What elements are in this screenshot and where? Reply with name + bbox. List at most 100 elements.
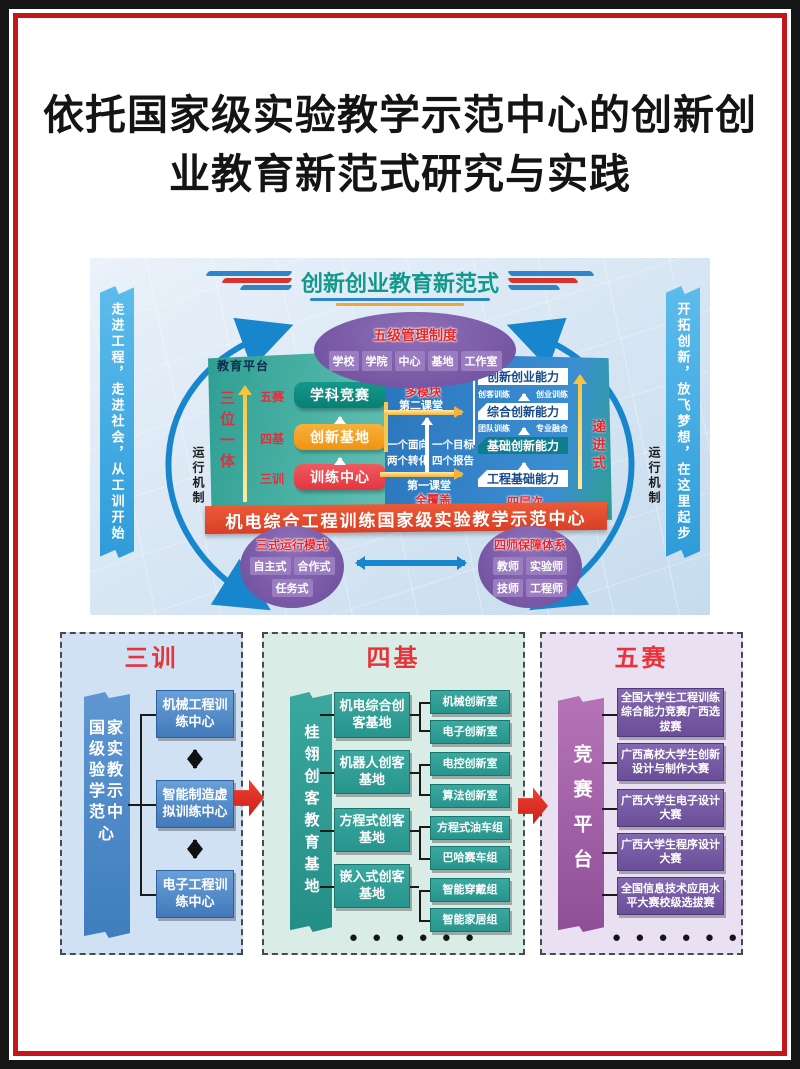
column-three-trainings: 三训 国家级实验教学示范中心 机械工程训练中心 智能制造虚拟训练中心 电子工程训… bbox=[60, 632, 243, 955]
gx-programming-contest-box: 广西大学生程序设计大赛 bbox=[617, 833, 724, 871]
smart-home-group: 智能家居组 bbox=[430, 908, 510, 932]
algorithm-room: 算法创新室 bbox=[430, 784, 510, 808]
connector bbox=[410, 714, 419, 716]
national-engineering-contest-box: 全国大学生工程训练综合能力竞赛广西选拔赛 bbox=[617, 688, 724, 737]
connector bbox=[419, 890, 430, 892]
connector bbox=[320, 772, 334, 774]
up-arrow-icon bbox=[238, 378, 252, 502]
formula-fuel-car-group: 方程式油车组 bbox=[430, 816, 510, 840]
level-school: 学校 bbox=[328, 351, 359, 371]
yellow-bracket bbox=[384, 402, 388, 452]
connector bbox=[602, 894, 617, 896]
level-base: 基地 bbox=[427, 351, 458, 371]
connector bbox=[140, 714, 156, 716]
national-it-contest-box: 全国信息技术应用水平大赛校级选拔赛 bbox=[617, 877, 724, 915]
electronic-innovation-room: 电子创新室 bbox=[430, 720, 510, 744]
column1-title: 三训 bbox=[124, 645, 179, 672]
column-five-contests: 五赛 竞赛平台 全国大学生工程训练综合能力竞赛广西选拔赛 广西高校大学生创新设计… bbox=[540, 632, 743, 955]
baja-racing-group: 巴哈赛车组 bbox=[430, 846, 510, 870]
mechanism-label-left: 运行机制 bbox=[191, 446, 205, 506]
trinity-label: 三位一体 bbox=[218, 390, 235, 474]
engineer: 工程师 bbox=[526, 579, 567, 597]
technician: 技师 bbox=[493, 579, 523, 597]
second-class-label: 第二课堂 bbox=[399, 400, 443, 412]
connector bbox=[419, 890, 421, 922]
teacher-guarantee-circle: 四师保障体系 教师 实验师 技师 工程师 bbox=[478, 526, 582, 608]
mechanism-label-right: 运行机制 bbox=[647, 446, 661, 506]
guarantee-row-1: 教师 实验师 bbox=[478, 557, 582, 575]
double-vertical-arrow-icon bbox=[187, 741, 203, 777]
national-demo-center-ribbon: 国家级实验教学示范中心 bbox=[84, 692, 130, 938]
level-college: 学院 bbox=[361, 351, 392, 371]
tag-four-bases: 四基 bbox=[260, 432, 285, 446]
column3-title: 五赛 bbox=[614, 645, 669, 672]
right-slogan-ribbon: 开拓创新，放飞梦想，在这里起步 bbox=[666, 286, 700, 558]
connector bbox=[410, 772, 419, 774]
up-arrow-icon bbox=[421, 411, 433, 475]
operation-mode-circle: 三式运行模式 自主式 合作式 任务式 bbox=[240, 526, 344, 608]
mechatronics-base-box: 机电综合创客基地 bbox=[334, 692, 410, 738]
connector bbox=[419, 764, 421, 796]
page-title-line2: 业教育新范式研究与实践 bbox=[169, 151, 631, 198]
diagram-title: 创新创业教育新范式 bbox=[300, 271, 500, 296]
connector bbox=[320, 830, 334, 832]
connector bbox=[410, 830, 419, 832]
double-vertical-arrow-icon bbox=[187, 831, 203, 867]
connector bbox=[419, 826, 421, 858]
connector bbox=[419, 702, 421, 732]
connector bbox=[602, 762, 617, 764]
ellipsis-dots: ● ● ● ● ● ● bbox=[612, 929, 743, 946]
multi-module-tag: 多模块 bbox=[405, 385, 442, 399]
tag-five-contests: 五赛 bbox=[260, 390, 285, 404]
abilities-bracket bbox=[473, 373, 475, 445]
ability-comprehensive-innovation: 综合创新能力 bbox=[478, 403, 568, 420]
ability-engineering-foundation: 工程基础能力 bbox=[478, 470, 568, 487]
platform-label: 教育平台 bbox=[217, 359, 270, 373]
connector bbox=[320, 886, 334, 888]
management-title: 五级管理制度 bbox=[373, 327, 457, 343]
connector bbox=[602, 852, 617, 854]
electronic-center-box: 电子工程训练中心 bbox=[156, 870, 234, 918]
four-reports: 四个报告 bbox=[432, 455, 474, 467]
entrepreneur-training: 创业训练 bbox=[536, 390, 568, 399]
team-training: 团队训练 bbox=[478, 424, 510, 433]
diagram-header: 创新创业教育新范式 bbox=[205, 266, 595, 298]
contest-platform-ribbon: 竞赛平台 bbox=[558, 696, 604, 932]
formula-base-box: 方程式创客基地 bbox=[334, 808, 410, 852]
teacher: 教师 bbox=[493, 557, 523, 575]
first-class-label: 第一课堂 bbox=[407, 480, 451, 492]
robot-base-box: 机器人创客基地 bbox=[334, 750, 410, 794]
one-goal: 一个目标 bbox=[432, 439, 474, 451]
connector bbox=[602, 808, 617, 810]
up-arrow-icon bbox=[518, 456, 530, 470]
two-transforms: 两个转化 bbox=[387, 455, 429, 467]
gx-electronic-design-contest-box: 广西大学生电子设计大赛 bbox=[617, 789, 724, 827]
connector bbox=[140, 804, 156, 806]
left-wing-icon bbox=[205, 271, 293, 293]
connector bbox=[419, 794, 430, 796]
mode-row-2: 任务式 bbox=[240, 579, 344, 597]
mode-task: 任务式 bbox=[271, 579, 313, 597]
management-ellipse: 五级管理制度 学校 学院 中心 基地 工作室 bbox=[314, 312, 516, 388]
up-arrow-icon bbox=[334, 410, 346, 424]
mode-row-1: 自主式 合作式 bbox=[240, 557, 344, 575]
connector bbox=[419, 730, 430, 732]
column-four-bases: 四基 桂翎创客教育基地 机电综合创客基地 机器人创客基地 方程式创客基地 嵌入式… bbox=[262, 632, 525, 955]
level-center: 中心 bbox=[394, 351, 425, 371]
connector bbox=[419, 702, 430, 704]
embedded-base-box: 嵌入式创客基地 bbox=[334, 864, 410, 908]
connector bbox=[419, 826, 430, 828]
title-underline bbox=[310, 298, 490, 306]
right-arrow-icon bbox=[384, 406, 470, 419]
up-arrow-icon bbox=[518, 421, 530, 435]
management-levels: 学校 学院 中心 基地 工作室 bbox=[314, 351, 516, 371]
smart-mfg-center-box: 智能制造虚拟训练中心 bbox=[156, 780, 234, 828]
innovation-base-box: 创新基地 bbox=[294, 424, 386, 450]
mode-title: 三式运行模式 bbox=[255, 538, 328, 552]
gx-innovation-design-contest-box: 广西高校大学生创新设计与制作大赛 bbox=[617, 743, 724, 781]
subject-contest-box: 学科竞赛 bbox=[294, 382, 386, 408]
connector bbox=[602, 714, 617, 716]
guarantee-title: 四师保障体系 bbox=[493, 538, 566, 552]
connector bbox=[419, 764, 430, 766]
